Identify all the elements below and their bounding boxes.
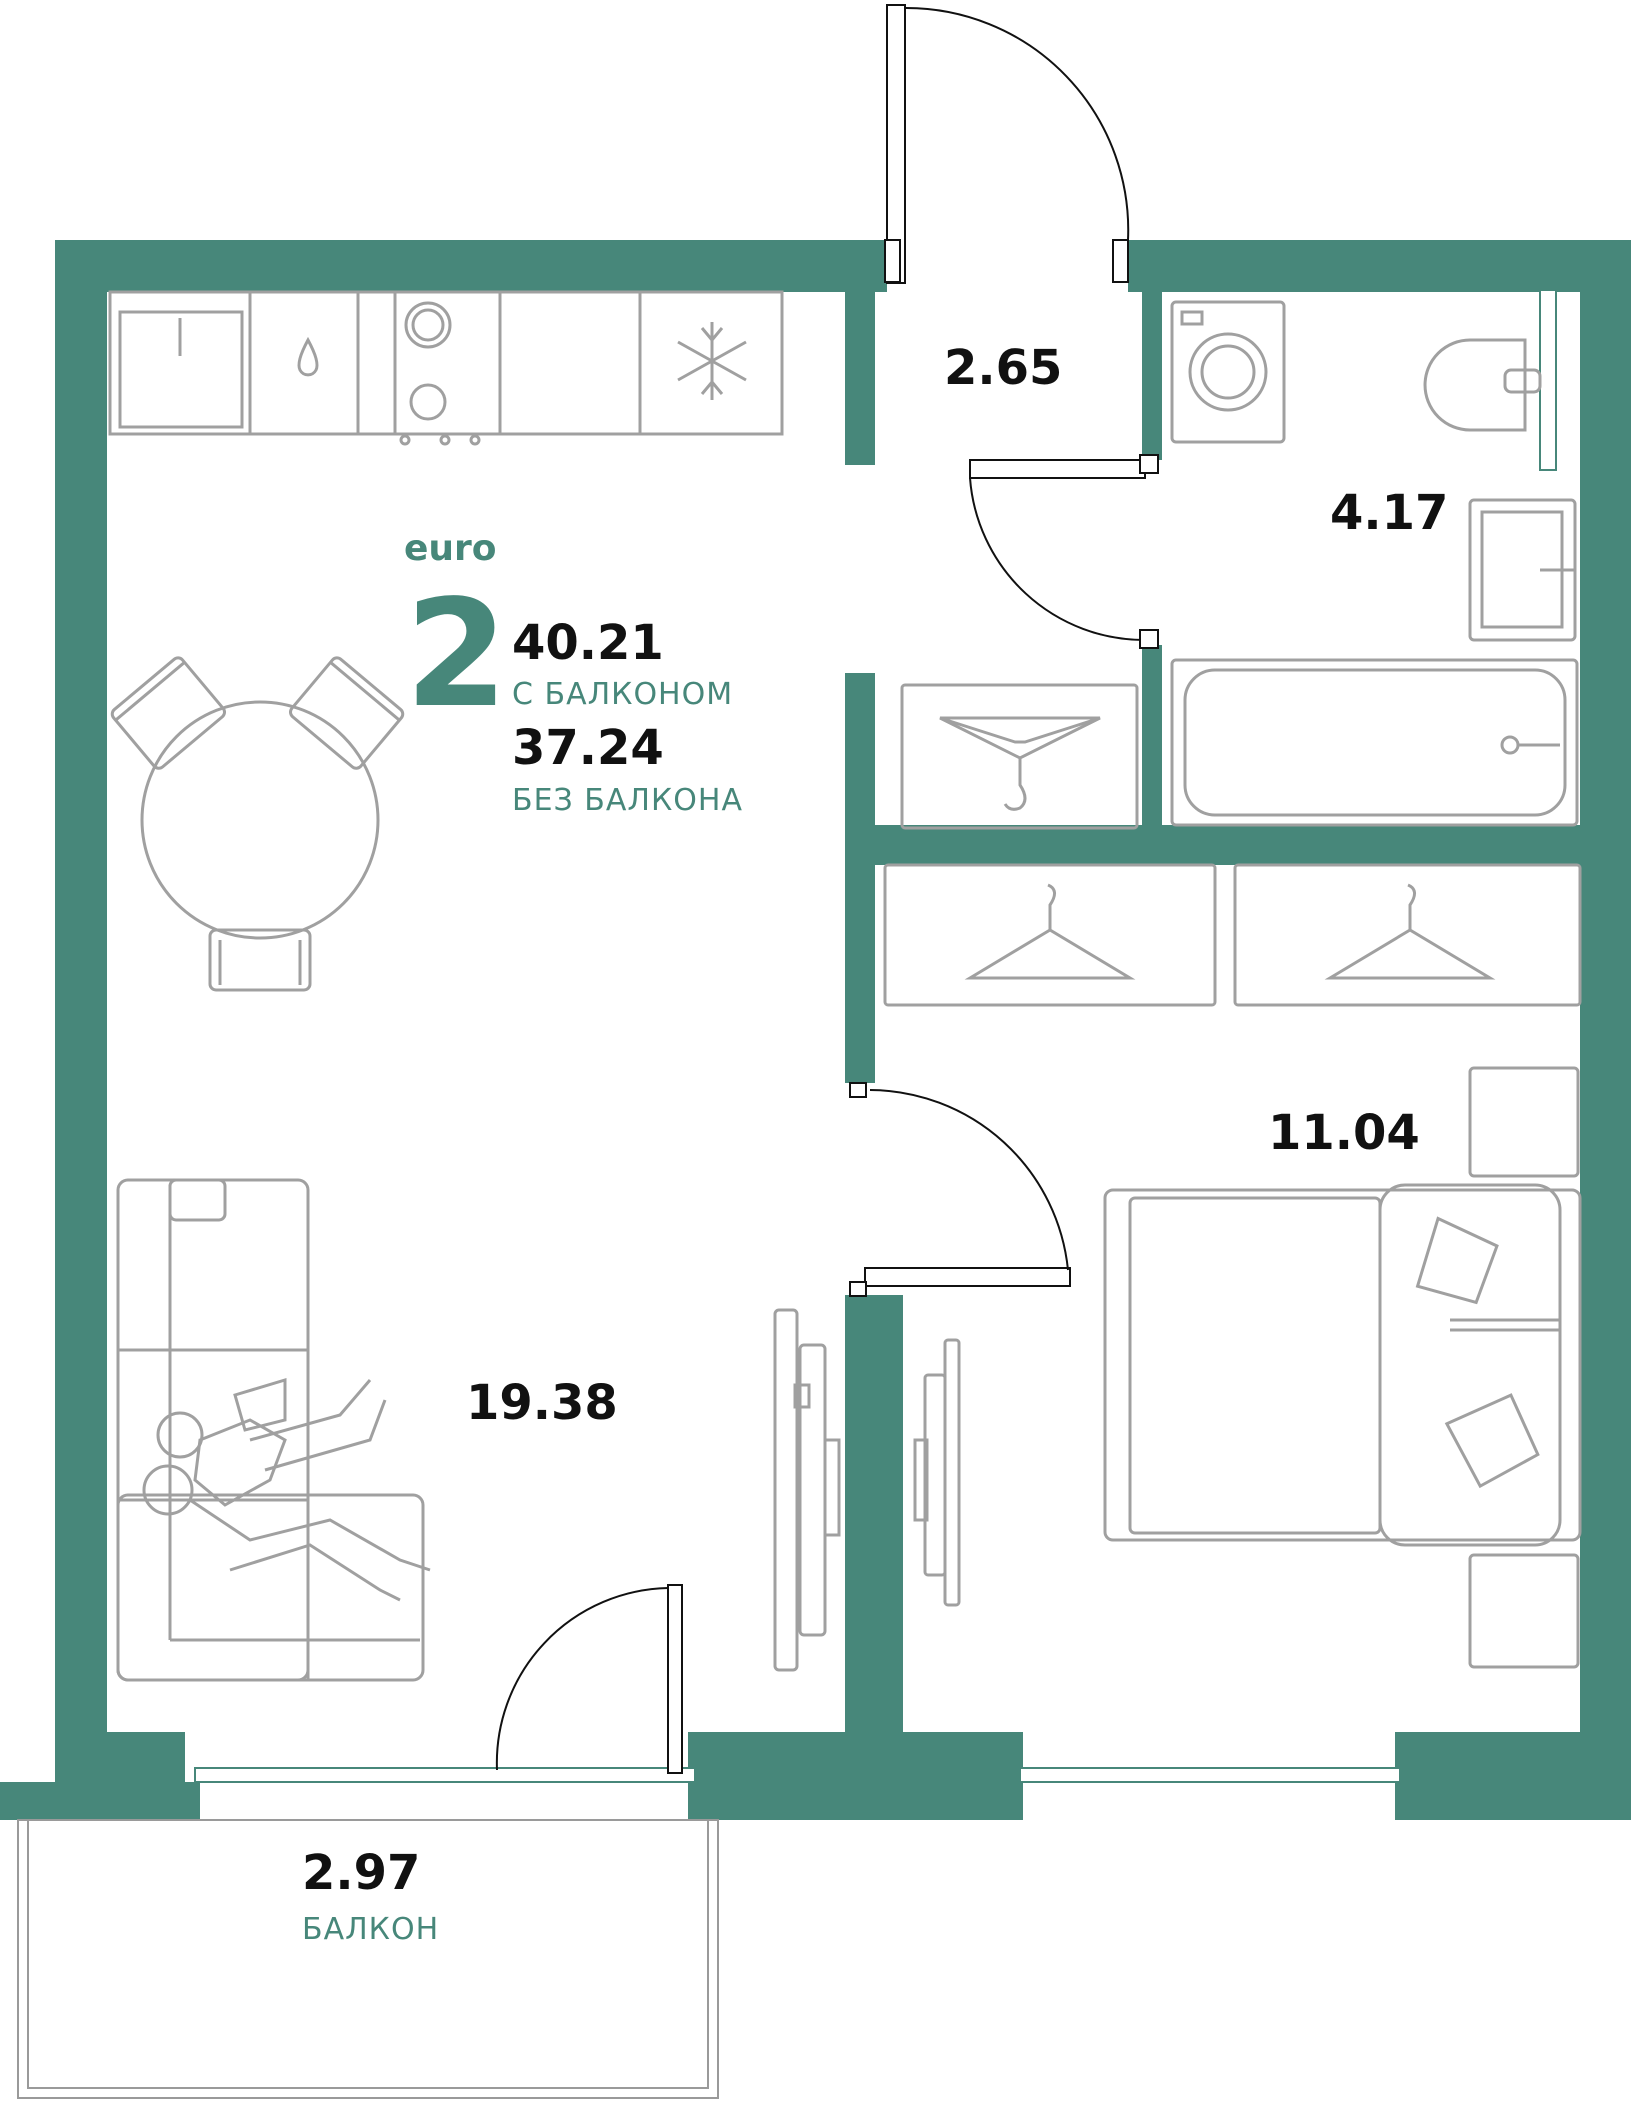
balcony-label: БАЛКОН xyxy=(302,1912,440,1947)
snowflake-icon xyxy=(677,322,747,400)
dining-table xyxy=(110,656,405,992)
balcony-door-leaf[interactable] xyxy=(667,1584,683,1774)
washing-machine xyxy=(1170,300,1286,444)
wall-top-right xyxy=(1128,240,1631,292)
window-bath xyxy=(1539,289,1557,471)
wall-right xyxy=(1580,240,1631,1740)
format-label: euro xyxy=(404,528,497,569)
window-bedroom xyxy=(1019,1767,1401,1783)
bath-sink xyxy=(1468,498,1577,642)
bathroom-door-jamb xyxy=(1139,454,1159,474)
wardrobes-bedroom xyxy=(883,863,1582,1007)
bathroom-door-swing xyxy=(969,477,1146,642)
balcony xyxy=(17,1819,719,2099)
living-kitchen-area: 19.38 xyxy=(466,1375,618,1431)
chair-left xyxy=(110,656,227,770)
wall-bottom-mid xyxy=(688,1732,1023,1820)
bathroom-area: 4.17 xyxy=(1330,485,1449,541)
balcony-inner xyxy=(27,1819,709,2089)
people-figure xyxy=(142,1377,431,1602)
entrance-door-jamb-left xyxy=(884,239,901,283)
bedroom-area: 11.04 xyxy=(1268,1105,1420,1161)
chair-bottom xyxy=(208,928,312,992)
sofa xyxy=(116,1178,425,1682)
area-with-balcony: 40.21 xyxy=(512,615,664,671)
wall-bottom-right xyxy=(1395,1732,1631,1820)
wall-top-left xyxy=(55,240,887,292)
hallway-area: 2.65 xyxy=(944,340,1063,396)
windows xyxy=(194,289,1557,1783)
nightstand-bottom xyxy=(1468,1553,1580,1669)
tv-unit-living xyxy=(773,1308,841,1672)
window-living xyxy=(194,1767,696,1783)
bedroom-door-jamb-low xyxy=(849,1281,867,1297)
wardrobe-hallway xyxy=(900,683,1139,830)
toilet xyxy=(1423,338,1542,432)
entrance-door-jamb xyxy=(1112,239,1129,283)
wall-bedroom-top xyxy=(845,825,1631,865)
wall-balcony-left-cap xyxy=(0,1782,200,1820)
balcony-area: 2.97 xyxy=(302,1845,421,1901)
counter-body xyxy=(108,290,784,436)
table-top xyxy=(140,700,380,940)
nightstand-top xyxy=(1468,1066,1580,1178)
sink xyxy=(118,310,244,429)
bedroom-door-swing xyxy=(869,1089,1069,1271)
bathroom-door-jamb-low xyxy=(1139,629,1159,649)
wall-bathroom-left-upper xyxy=(1142,285,1162,460)
burner-top xyxy=(411,308,445,342)
wall-kitchen-partition-lower xyxy=(845,1295,903,1740)
wall-bathroom-left-lower xyxy=(1142,645,1162,835)
wall-left xyxy=(55,240,107,1740)
area-without-balcony: 37.24 xyxy=(512,720,664,776)
bed xyxy=(1103,1183,1582,1547)
tv-unit-bedroom xyxy=(913,1338,961,1607)
water-drop-icon xyxy=(297,336,319,377)
entrance-door-swing xyxy=(904,6,1130,241)
balcony-door-swing xyxy=(495,1587,669,1771)
bathroom-door-leaf[interactable] xyxy=(969,459,1146,479)
room-count: 2 xyxy=(405,568,508,740)
bathtub xyxy=(1170,658,1579,827)
walls xyxy=(0,240,1631,1820)
wall-kitchen-partition-mid xyxy=(845,673,875,1083)
wall-kitchen-partition-upper xyxy=(845,290,875,465)
bedroom-door-jamb xyxy=(849,1082,867,1098)
furniture xyxy=(108,290,1582,1682)
burner-bottom xyxy=(409,383,447,421)
bedroom-door-leaf[interactable] xyxy=(864,1267,1071,1287)
with-balcony-label: С БАЛКОНОМ xyxy=(512,677,734,712)
kitchen-counter xyxy=(108,290,784,446)
chair-right xyxy=(288,656,405,770)
doors xyxy=(495,4,1159,1774)
without-balcony-label: БЕЗ БАЛКОНА xyxy=(512,783,743,818)
